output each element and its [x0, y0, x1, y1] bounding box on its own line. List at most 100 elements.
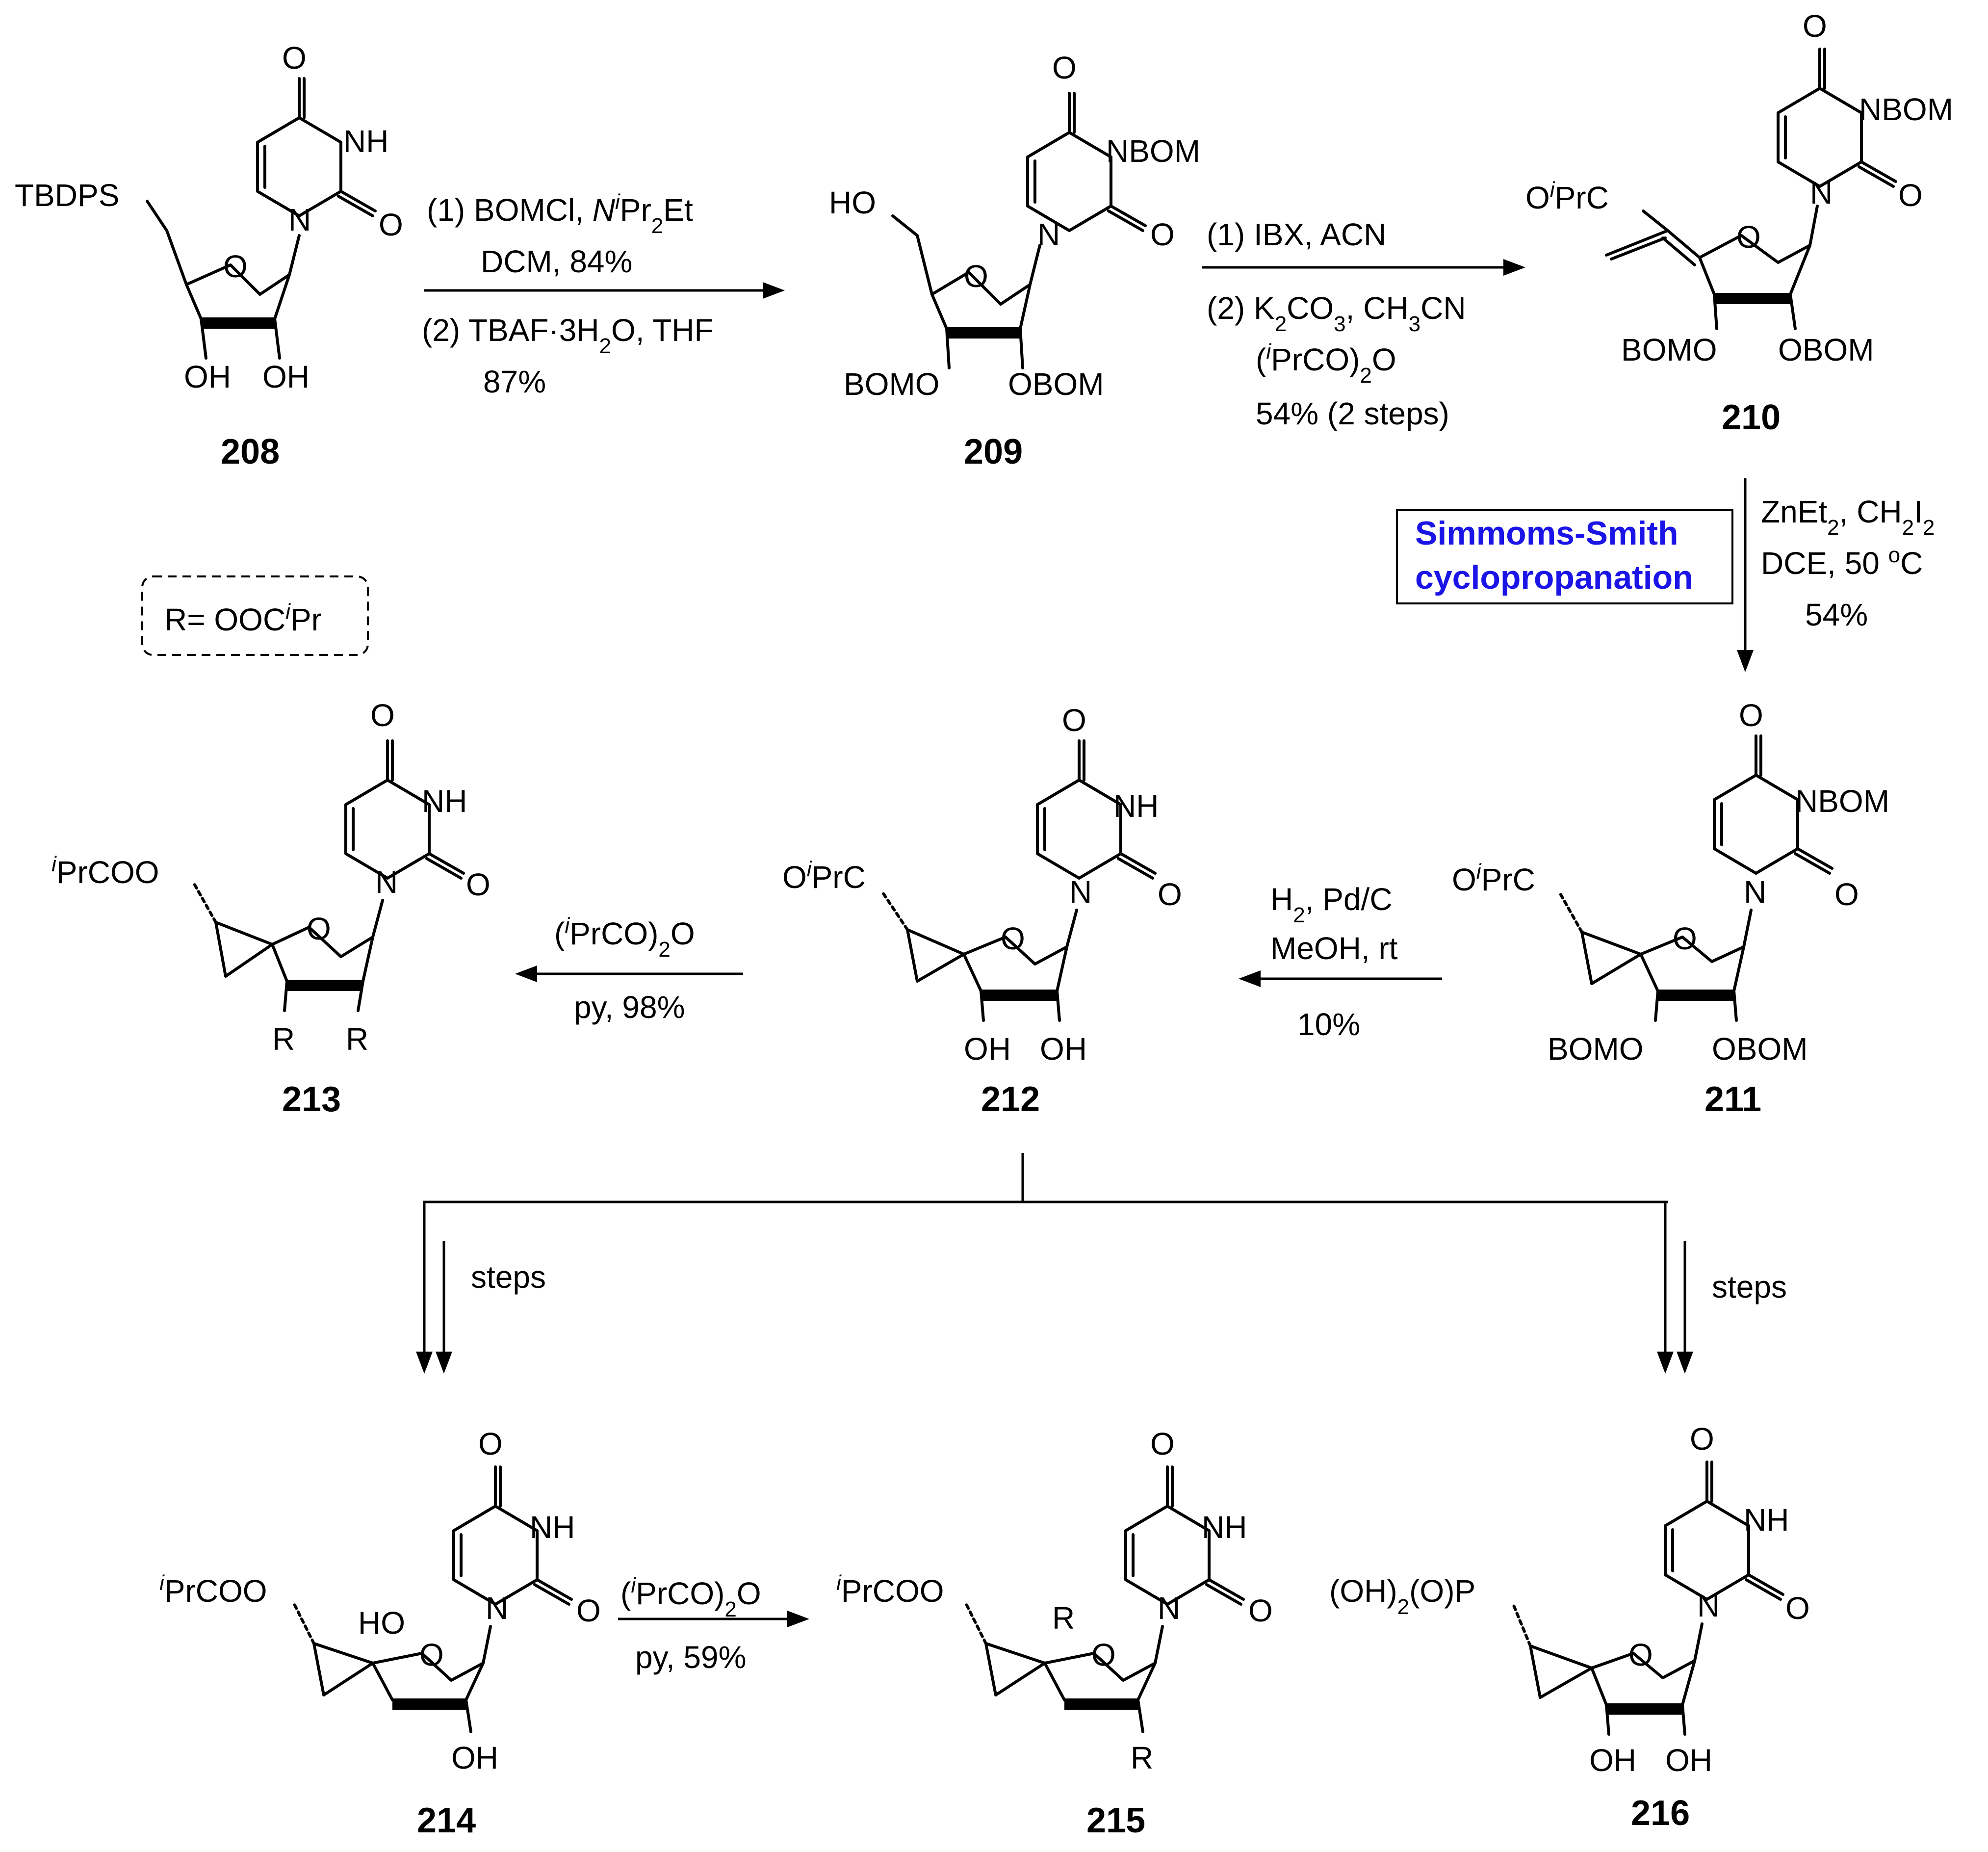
compound-211: O NBOM O N O OiPrC BOMO OBOM 211: [1452, 698, 1889, 1119]
atom-label: N: [1037, 217, 1060, 252]
atom-label: O: [1739, 698, 1763, 733]
atom-label: O: [1785, 1591, 1810, 1626]
svg-text:H2, Pd/C: H2, Pd/C: [1270, 882, 1393, 927]
atom-label: R: [272, 1021, 295, 1057]
compound-208: O NH O N O TBDPS OH OH 208: [15, 40, 403, 471]
reaction-arrow-8: (iPrCO)2O py, 59%: [618, 1573, 809, 1675]
atom-label: O: [1898, 178, 1923, 213]
atom-label: O: [1803, 8, 1827, 44]
atom-label: O: [419, 1637, 444, 1672]
svg-text:R= OOCiPr: R= OOCiPr: [164, 600, 322, 638]
atom-label: NH: [1744, 1502, 1789, 1538]
reaction-arrow-4: H2, Pd/C MeOH, rt 10%: [1239, 882, 1442, 1042]
svg-text:OiPrC: OiPrC: [1525, 178, 1609, 216]
atom-label: OH: [1040, 1031, 1087, 1067]
atom-label: OH: [1665, 1743, 1712, 1778]
compound-215: O NH O N O R iPrCOO R 215: [836, 1426, 1273, 1840]
reaction-arrow-3: Simmoms-Smith cyclopropanation ZnEt2, CH…: [1396, 478, 1935, 672]
compound-number: 214: [417, 1801, 476, 1840]
atom-label: O: [1628, 1637, 1653, 1672]
svg-text:iPrCOO: iPrCOO: [836, 1571, 944, 1609]
reaction-arrow-7: steps: [1657, 1202, 1787, 1374]
svg-text:(OH)2(O)P: (OH)2(O)P: [1329, 1573, 1475, 1619]
r-definition-box: R= OOCiPr: [141, 575, 369, 656]
atom-label: NH: [343, 124, 388, 159]
compound-number: 212: [981, 1080, 1040, 1119]
compound-209: O NBOM O N O HO BOMO OBOM 209: [829, 50, 1200, 471]
svg-text:(2) TBAF·3H2O, THF: (2) TBAF·3H2O, THF: [422, 313, 714, 358]
atom-label: O: [576, 1593, 601, 1628]
condition-text: py, 59%: [635, 1640, 747, 1675]
atom-label: HO: [358, 1605, 405, 1641]
atom-label: NBOM: [1795, 783, 1889, 819]
highlight-line-2: cyclopropanation: [1415, 559, 1693, 596]
atom-label: NH: [1113, 788, 1159, 824]
compound-212: O NH O N O OiPrC OH OH 212: [782, 703, 1182, 1119]
condition-text: 54%: [1805, 597, 1868, 632]
compound-210: O NBOM O N O OiPrC BOMO OBOM 210: [1525, 8, 1953, 437]
atom-label: O: [1690, 1421, 1714, 1457]
atom-label: BOMO: [1548, 1031, 1644, 1067]
compound-number: 216: [1631, 1794, 1690, 1833]
condition-text: py, 98%: [574, 990, 685, 1025]
condition-text: (1) IBX, ACN: [1207, 217, 1386, 252]
atom-label: N: [1158, 1591, 1180, 1626]
atom-label: O: [223, 249, 248, 284]
svg-text:DCE, 50 oC: DCE, 50 oC: [1761, 543, 1923, 581]
atom-label: TBDPS: [15, 178, 119, 213]
compound-213: O NH O N O iPrCOO R R 213: [52, 698, 491, 1119]
atom-label: O: [370, 698, 395, 733]
atom-label: O: [964, 259, 988, 294]
atom-label: O: [1150, 1426, 1175, 1461]
atom-label: O: [1834, 877, 1859, 912]
atom-label: OBOM: [1008, 366, 1104, 402]
atom-label: R: [1131, 1740, 1153, 1775]
svg-text:(iPrCO)2O: (iPrCO)2O: [620, 1573, 761, 1621]
reaction-arrow-6: steps: [416, 1202, 546, 1374]
atom-label: NBOM: [1106, 133, 1200, 169]
condition-text: steps: [1712, 1269, 1787, 1304]
atom-label: O: [1248, 1593, 1273, 1628]
atom-label: O: [1091, 1637, 1116, 1672]
atom-label: O: [1736, 219, 1761, 255]
compound-number: 211: [1704, 1080, 1761, 1119]
atom-label: OBOM: [1778, 332, 1874, 367]
atom-label: N: [486, 1591, 508, 1626]
atom-label: N: [375, 864, 398, 900]
atom-label: BOMO: [844, 366, 940, 402]
atom-label: NH: [1202, 1510, 1247, 1545]
atom-label: NH: [422, 783, 467, 819]
atom-label: OBOM: [1712, 1031, 1808, 1067]
atom-label: O: [1150, 217, 1175, 252]
atom-label: NBOM: [1859, 92, 1953, 127]
atom-label: O: [1052, 50, 1077, 85]
branch-lines: [423, 1153, 1668, 1203]
condition-text: 54% (2 steps): [1256, 396, 1449, 431]
svg-text:iPrCOO: iPrCOO: [159, 1571, 267, 1609]
atom-label: N: [1744, 874, 1766, 910]
atom-label: N: [1810, 175, 1833, 210]
reaction-arrow-1: (1) BOMCl, NiPr2Et DCM, 84% (2) TBAF·3H2…: [422, 190, 785, 399]
atom-label: OH: [262, 359, 310, 394]
compound-214: O NH O N O HO iPrCOO OH 214: [159, 1426, 601, 1840]
condition-text: DCM, 84%: [481, 244, 632, 279]
atom-label: R: [1052, 1600, 1075, 1636]
atom-label: O: [466, 867, 491, 902]
highlight-box: [1396, 509, 1733, 604]
atom-label: O: [1158, 877, 1182, 912]
reaction-arrow-2: (1) IBX, ACN (2) K2CO3, CH3CN (iPrCO)2O …: [1202, 217, 1525, 431]
svg-text:OiPrC: OiPrC: [1452, 860, 1535, 898]
atom-label: O: [478, 1426, 503, 1461]
svg-text:iPrCOO: iPrCOO: [52, 852, 159, 890]
atom-label: O: [282, 40, 307, 76]
compound-number: 215: [1086, 1801, 1145, 1840]
condition-text: steps: [471, 1259, 546, 1295]
reaction-arrow-5: (iPrCO)2O py, 98%: [515, 913, 743, 1025]
atom-label: O: [379, 207, 403, 242]
svg-text:OiPrC: OiPrC: [782, 857, 866, 895]
atom-label: BOMO: [1621, 332, 1717, 367]
svg-text:(2) K2CO3, CH3CN: (2) K2CO3, CH3CN: [1207, 290, 1466, 336]
svg-text:(iPrCO)2O: (iPrCO)2O: [554, 913, 695, 962]
atom-label: N: [288, 202, 311, 237]
